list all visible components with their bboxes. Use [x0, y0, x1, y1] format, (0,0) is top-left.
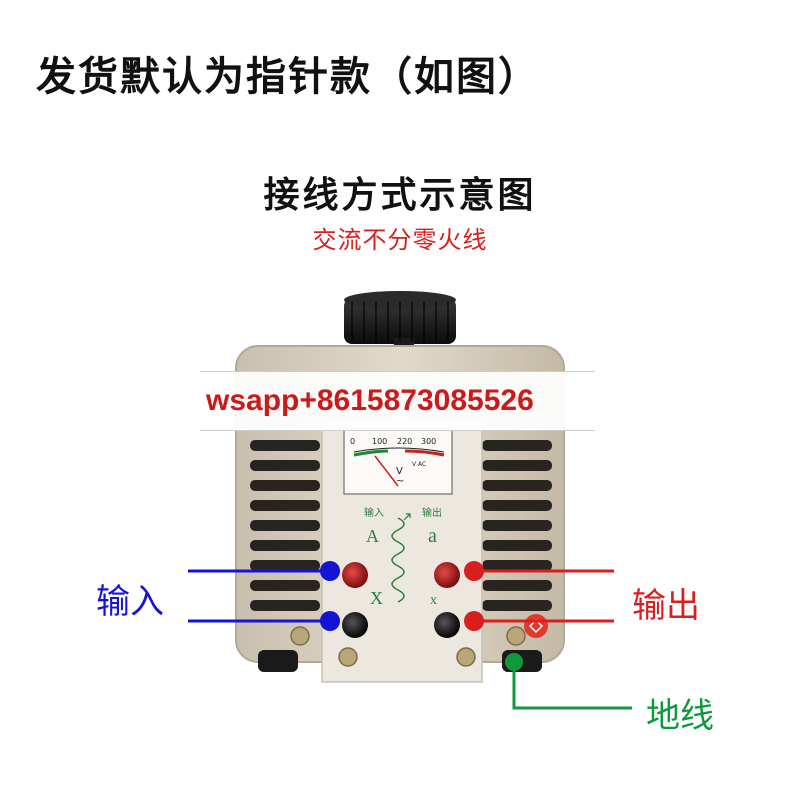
output-terminal-red — [434, 562, 460, 588]
input-wires — [188, 561, 340, 631]
meter-unit: V — [396, 466, 403, 477]
terminal-label-output: a — [428, 525, 437, 547]
input-label: 输入 — [96, 582, 164, 622]
diagram-subtitle: 交流不分零火线 — [312, 226, 488, 254]
meter-scale-300: 300 — [421, 437, 436, 446]
ground-connection-dot — [505, 653, 523, 671]
voltmeter: 0 100 220 300 V V AC ~ — [343, 427, 453, 495]
diagram-title: 接线方式示意图 — [263, 175, 537, 216]
knob — [344, 291, 456, 354]
vent-slots-left — [250, 440, 320, 611]
meter-unit-small: V AC — [412, 461, 426, 468]
watermark-contact-banner: wsapp+8615873085526 — [200, 371, 595, 431]
terminals — [342, 562, 460, 638]
ground-wire — [505, 653, 632, 710]
output-wires — [464, 561, 614, 631]
header-text: 发货默认为指针款（如图） — [36, 54, 540, 100]
meter-needle — [374, 455, 399, 487]
panel-output-text: 输出 — [422, 506, 442, 519]
vent-slots-right — [482, 440, 552, 611]
meter-scale-220: 220 — [397, 437, 412, 446]
meter-tilde: ~ — [396, 476, 404, 487]
input-connection-dot-bottom — [320, 611, 340, 631]
output-label: 输出 — [632, 586, 700, 626]
output-connection-dot-bottom — [464, 611, 484, 631]
output-connection-dot-top — [464, 561, 484, 581]
input-terminal-black — [342, 612, 368, 638]
mounting-screws — [290, 626, 526, 667]
meter-scale-0: 0 — [350, 437, 355, 446]
ground-label: 地线 — [646, 696, 714, 736]
output-terminal-black — [434, 612, 460, 638]
ground-warning-badge — [524, 614, 548, 638]
panel-input-text: 输入 — [364, 506, 384, 519]
coil-symbol — [391, 517, 405, 603]
common-label-output: x — [430, 593, 437, 608]
input-terminal-red — [342, 562, 368, 588]
meter-scale-100: 100 — [372, 437, 387, 446]
terminal-label-input: A — [366, 526, 379, 546]
common-label-input: X — [370, 588, 383, 608]
input-connection-dot-top — [320, 561, 340, 581]
panel-markings: 输入 输出 A a X x — [364, 506, 442, 608]
